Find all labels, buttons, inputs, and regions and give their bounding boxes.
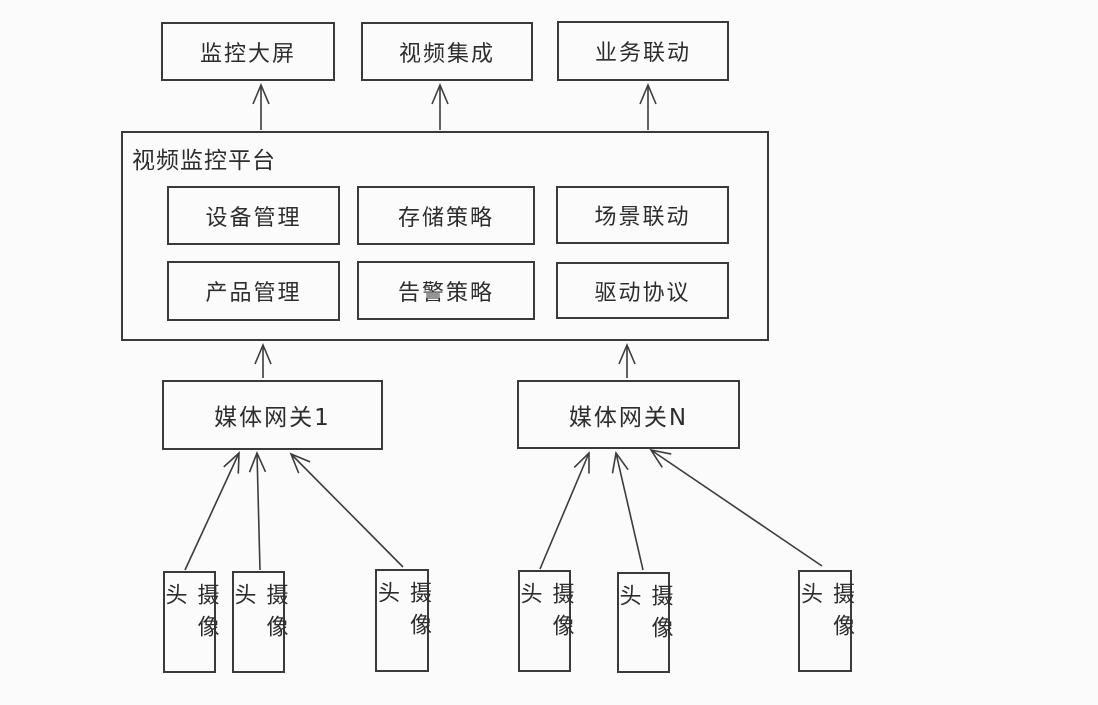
box-camera-6: 摄像头: [797, 570, 854, 672]
arrow-camera4-to-gatewayN: [539, 451, 590, 570]
box-camera-5: 摄像头: [616, 572, 673, 673]
box-video-integration: 视频集成: [361, 22, 533, 81]
box-camera-2: 摄像头: [231, 571, 288, 673]
arrow-camera2-to-gateway1: [248, 450, 267, 571]
module-alarm-policy: 告警策略: [357, 261, 535, 320]
module-storage-policy: 存储策略: [357, 186, 535, 245]
arrow-camera3-to-gateway1: [289, 452, 404, 568]
module-product-management: 产品管理: [167, 261, 340, 321]
arrow-camera1-to-gateway1: [184, 451, 240, 571]
box-camera-1: 摄像头: [162, 571, 219, 673]
box-business-linkage: 业务联动: [557, 21, 729, 81]
box-video-monitoring-platform: 视频监控平台 设备管理 存储策略 场景联动 产品管理 告警策略 驱动协议: [121, 131, 769, 341]
arrow-camera5-to-gatewayN: [611, 450, 644, 571]
box-camera-3: 摄像头: [374, 569, 431, 672]
module-driver-protocol: 驱动协议: [556, 262, 729, 319]
module-scene-linkage: 场景联动: [556, 186, 729, 244]
box-monitor-screen: 监控大屏: [161, 22, 335, 81]
box-media-gateway-1: 媒体网关1: [162, 380, 383, 450]
box-camera-4: 摄像头: [517, 570, 574, 672]
box-media-gateway-n: 媒体网关N: [517, 380, 740, 449]
platform-title: 视频监控平台: [132, 148, 276, 174]
module-device-management: 设备管理: [167, 186, 340, 245]
arrow-camera6-to-gatewayN: [649, 448, 823, 567]
